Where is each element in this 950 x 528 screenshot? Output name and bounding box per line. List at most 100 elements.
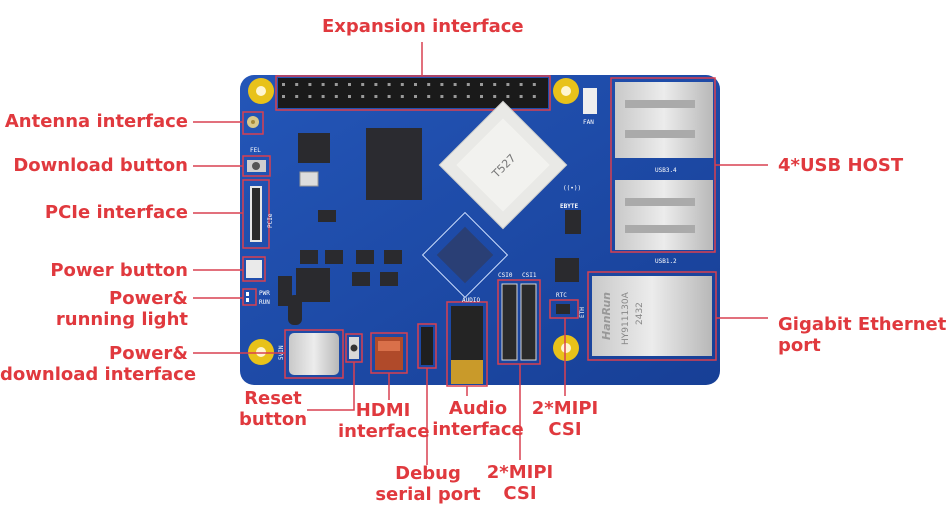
status-leds bbox=[242, 288, 257, 306]
svg-text:2432: 2432 bbox=[635, 302, 645, 325]
header-pin bbox=[308, 83, 312, 86]
fan-connector bbox=[583, 88, 597, 114]
header-pin bbox=[361, 83, 365, 86]
label-reset-button: Reset button bbox=[236, 388, 310, 430]
label-line: 2*MIPI bbox=[486, 462, 554, 483]
header-pin bbox=[480, 95, 483, 98]
header-pin bbox=[348, 95, 351, 98]
brand-logo: EBYTE bbox=[560, 203, 578, 210]
label-line: Reset bbox=[244, 388, 302, 409]
header-pin bbox=[295, 95, 299, 98]
emmc-outline bbox=[421, 211, 509, 299]
pmic-chip bbox=[296, 268, 330, 302]
audio-jack bbox=[446, 301, 488, 387]
label-line: Audio bbox=[448, 398, 508, 419]
label-power-download-interface: Power& download interface bbox=[0, 343, 197, 385]
silk-pwr: PWR bbox=[259, 290, 270, 297]
header-pin bbox=[282, 83, 285, 86]
silk-csi1: CSI1 bbox=[522, 272, 537, 279]
header-pin bbox=[493, 95, 497, 98]
header-pin bbox=[321, 83, 325, 86]
header-pin bbox=[321, 95, 325, 98]
label-line: Power& bbox=[109, 288, 188, 309]
header-pin bbox=[414, 95, 417, 98]
header-pin bbox=[440, 95, 444, 98]
silk-usb34: USB3.4 bbox=[655, 167, 677, 174]
header-pin bbox=[519, 83, 523, 86]
label-line: interface bbox=[338, 421, 430, 442]
header-pin bbox=[427, 95, 431, 98]
header-pin bbox=[308, 95, 312, 98]
label-line: CSI bbox=[503, 483, 537, 504]
header-pin bbox=[334, 83, 338, 86]
silk-eth: ETH bbox=[579, 307, 586, 318]
callout-lines bbox=[193, 42, 768, 465]
label-line: 2*MIPI bbox=[531, 398, 599, 419]
label-hdmi-interface: HDMI interface bbox=[338, 400, 430, 442]
label-line: download interface bbox=[0, 364, 197, 385]
header-pin bbox=[427, 83, 431, 86]
header-pin bbox=[295, 83, 299, 86]
silk-fan: FAN bbox=[583, 119, 594, 126]
svg-text:HanRun: HanRun bbox=[600, 292, 613, 340]
wireless-icon: ((•)) bbox=[563, 185, 581, 192]
label-gigabit-ethernet-port: Gigabit Ethernet port bbox=[778, 314, 946, 356]
antenna-connector bbox=[242, 111, 264, 135]
rtc-connector bbox=[549, 299, 579, 319]
header-pin bbox=[374, 95, 378, 98]
label-power-button: Power button bbox=[50, 260, 188, 281]
header-pin bbox=[282, 95, 285, 98]
header-pin bbox=[466, 83, 470, 86]
header-pin bbox=[400, 95, 404, 98]
label-pcie-interface: PCIe interface bbox=[44, 202, 188, 223]
label-download-button: Download button bbox=[13, 155, 188, 176]
header-pin bbox=[466, 95, 470, 98]
label-line: HDMI bbox=[355, 400, 411, 421]
header-pin bbox=[453, 95, 457, 98]
power-button-part bbox=[242, 256, 266, 282]
header-pin bbox=[400, 83, 404, 86]
header-pin bbox=[532, 95, 536, 98]
silk-run: RUN bbox=[259, 299, 270, 306]
label-line: button bbox=[238, 409, 308, 430]
label-mipi-csi-rtc: 2*MIPI CSI bbox=[525, 398, 605, 440]
label-debug-serial-port: Debug serial port bbox=[370, 463, 486, 505]
mounting-hole bbox=[553, 335, 579, 361]
header-pin bbox=[506, 83, 510, 86]
header-pin bbox=[374, 83, 378, 86]
label-line: Gigabit Ethernet bbox=[778, 314, 947, 335]
header-pin bbox=[334, 95, 338, 98]
hdmi-port bbox=[370, 332, 408, 374]
silk-csi0: CSI0 bbox=[498, 272, 513, 279]
silk-usb12: USB1.2 bbox=[655, 258, 677, 265]
header-pin bbox=[361, 95, 365, 98]
mounting-hole bbox=[248, 78, 274, 104]
label-antenna-interface: Antenna interface bbox=[4, 111, 188, 132]
header-pin bbox=[440, 83, 444, 86]
svg-text:HY911130A: HY911130A bbox=[621, 291, 631, 345]
label-usb-host: 4*USB HOST bbox=[778, 155, 904, 176]
download-button-part bbox=[242, 155, 271, 177]
header-pin bbox=[414, 83, 417, 86]
smd-components bbox=[278, 210, 581, 325]
label-line: port bbox=[778, 335, 821, 356]
mounting-hole bbox=[553, 78, 579, 104]
soc-chip: T527 bbox=[438, 100, 568, 230]
silk-fel: FEL bbox=[250, 147, 261, 154]
small-chip bbox=[555, 258, 579, 282]
header-pin bbox=[519, 95, 523, 98]
silk-audio: AUDIO bbox=[462, 297, 480, 304]
header-pin bbox=[506, 95, 510, 98]
mounting-hole bbox=[248, 339, 274, 365]
label-line: running light bbox=[55, 309, 188, 330]
header-pin bbox=[493, 83, 497, 86]
header-pin bbox=[532, 83, 536, 86]
silk-rtc: RTC bbox=[556, 292, 567, 299]
ram-chip bbox=[366, 128, 422, 200]
header-pin bbox=[387, 83, 391, 86]
label-line: interface bbox=[432, 419, 524, 440]
wifi-chip bbox=[298, 133, 330, 163]
label-audio-interface: Audio interface bbox=[432, 398, 524, 440]
label-line: serial port bbox=[375, 484, 481, 505]
pcie-connector bbox=[242, 179, 270, 249]
